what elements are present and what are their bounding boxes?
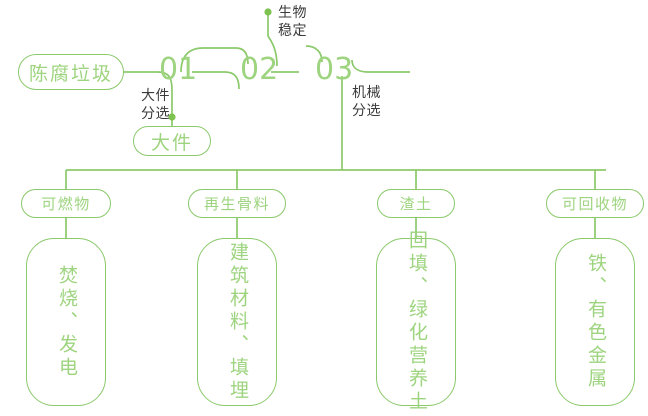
bracket-01-topright xyxy=(180,47,204,73)
dot-bulky xyxy=(168,113,176,121)
bulky-output-pill[interactable]: 大件 xyxy=(133,126,211,156)
stage-number-03[interactable]: 03 xyxy=(315,52,354,87)
wire-03-right xyxy=(351,59,410,73)
outcome-box-1[interactable]: 焚烧、发电 xyxy=(26,238,106,406)
outcome-box-2-label: 建筑材料、填埋 xyxy=(226,241,249,403)
category-pill-4-label: 可回收物 xyxy=(561,195,628,213)
category-pill-1-label: 可燃物 xyxy=(41,195,91,213)
bracket-03-topleft xyxy=(305,45,323,63)
stage-number-02[interactable]: 02 xyxy=(240,52,279,87)
category-pill-2[interactable]: 再生骨料 xyxy=(188,189,286,218)
bracket-01-bottomleft xyxy=(157,71,173,117)
stage-label-01: 大件 分选 xyxy=(141,88,170,122)
wire-02-to-biostable xyxy=(267,14,278,67)
dot-biostable xyxy=(264,8,272,16)
stage-label-03: 机械 分选 xyxy=(352,85,381,119)
category-pill-3-label: 渣土 xyxy=(399,195,433,213)
source-pill[interactable]: 陈腐垃圾 xyxy=(18,54,124,90)
source-pill-label: 陈腐垃圾 xyxy=(28,62,113,85)
category-pill-4[interactable]: 可回收物 xyxy=(546,189,644,218)
category-pill-3[interactable]: 渣土 xyxy=(377,189,455,218)
outcome-box-1-label: 焚烧、发电 xyxy=(55,264,78,380)
outcome-box-4-label: 铁、有色金属 xyxy=(584,253,607,391)
stage-number-01[interactable]: 01 xyxy=(159,52,198,87)
stage-label-02: 生物 稳定 xyxy=(278,5,307,39)
bracket-02-bottomleft xyxy=(224,71,240,90)
outcome-box-2[interactable]: 建筑材料、填埋 xyxy=(197,238,277,406)
category-pill-2-label: 再生骨料 xyxy=(203,195,270,213)
outcome-box-4[interactable]: 铁、有色金属 xyxy=(555,238,635,406)
bulky-output-label: 大件 xyxy=(150,131,193,154)
wire-01-to-02 xyxy=(203,47,249,65)
category-pill-1[interactable]: 可燃物 xyxy=(21,189,111,218)
outcome-box-3-label: 回填、绿化营养土 xyxy=(405,230,428,414)
outcome-box-3[interactable]: 回填、绿化营养土 xyxy=(376,230,456,414)
